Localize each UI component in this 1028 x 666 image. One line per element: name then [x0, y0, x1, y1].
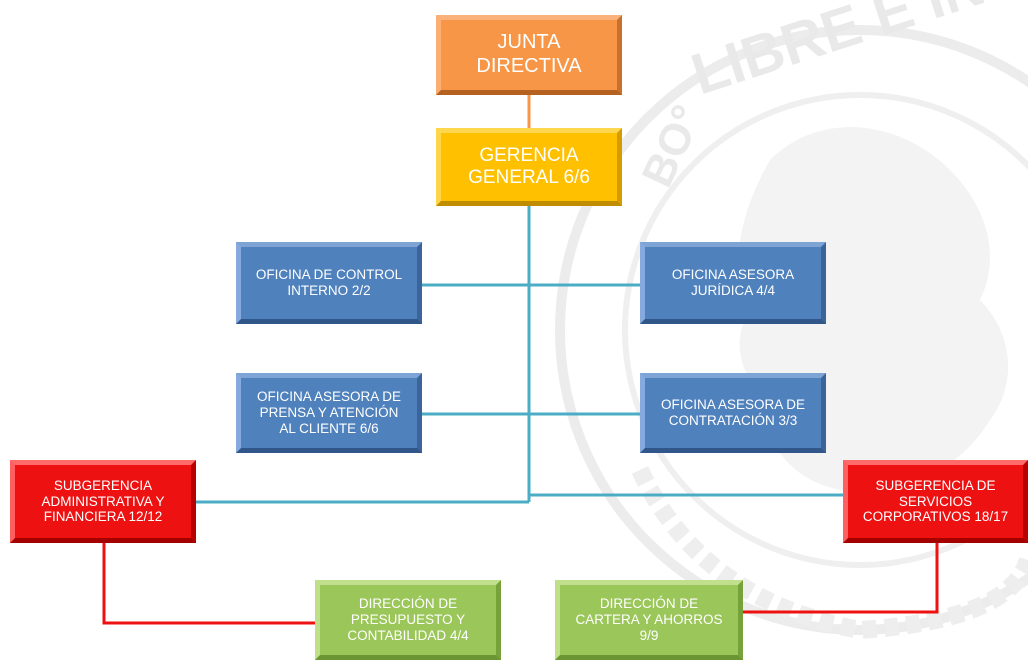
direccion-presupuesto-label: DIRECCIÓN DE PRESUPUESTO Y CONTABILIDAD … — [347, 596, 469, 643]
oficina-juridica-box: OFICINA ASESORA JURÍDICA 4/4 — [640, 242, 826, 324]
connector-sub-admin-presupuesto — [102, 543, 315, 625]
oficina-contratacion-box: OFICINA ASESORA DE CONTRATACIÓN 3/3 — [640, 373, 826, 453]
subgerencia-servicios-label: SUBGERENCIA DE SERVICIOS CORPORATIVOS 18… — [862, 477, 1009, 525]
subgerencia-administrativa-box: SUBGERENCIA ADMINISTRATIVA Y FINANCIERA … — [10, 460, 196, 543]
connector-sub-servicios-cartera — [743, 543, 939, 614]
subgerencia-servicios-box: SUBGERENCIA DE SERVICIOS CORPORATIVOS 18… — [843, 460, 1028, 543]
seal-outer-ring — [555, 25, 1028, 635]
oficina-contratacion-label: OFICINA ASESORA DE CONTRATACIÓN 3/3 — [660, 397, 806, 428]
oficina-prensa-box: OFICINA ASESORA DE PRENSA Y ATENCIÓN AL … — [236, 373, 422, 453]
direccion-cartera-box: DIRECCIÓN DE CARTERA Y AHORROS 9/9 — [555, 580, 743, 660]
oficina-prensa-label: OFICINA ASESORA DE PRENSA Y ATENCIÓN AL … — [256, 389, 402, 436]
subgerencia-administrativa-label: SUBGERENCIA ADMINISTRATIVA Y FINANCIERA … — [41, 477, 165, 525]
direccion-presupuesto-box: DIRECCIÓN DE PRESUPUESTO Y CONTABILIDAD … — [315, 580, 501, 660]
gerencia-general-label: GERENCIA GENERAL 6/6 — [468, 144, 590, 188]
oficina-control-interno-box: OFICINA DE CONTROL INTERNO 2/2 — [236, 242, 422, 324]
seal-inner-ring — [622, 92, 1028, 568]
direccion-cartera-label: DIRECCIÓN DE CARTERA Y AHORROS 9/9 — [575, 596, 723, 643]
oficina-control-interno-label: OFICINA DE CONTROL INTERNO 2/2 — [255, 267, 403, 298]
seal-chain-ring — [631, 466, 1028, 640]
gerencia-general-box: GERENCIA GENERAL 6/6 — [436, 128, 622, 206]
junta-directiva-label: JUNTA DIRECTIVA — [476, 31, 582, 77]
junta-directiva-box: JUNTA DIRECTIVA — [436, 15, 622, 95]
connector-to-sub-servicios — [527, 493, 843, 502]
oficina-juridica-label: OFICINA ASESORA JURÍDICA 4/4 — [671, 267, 795, 298]
